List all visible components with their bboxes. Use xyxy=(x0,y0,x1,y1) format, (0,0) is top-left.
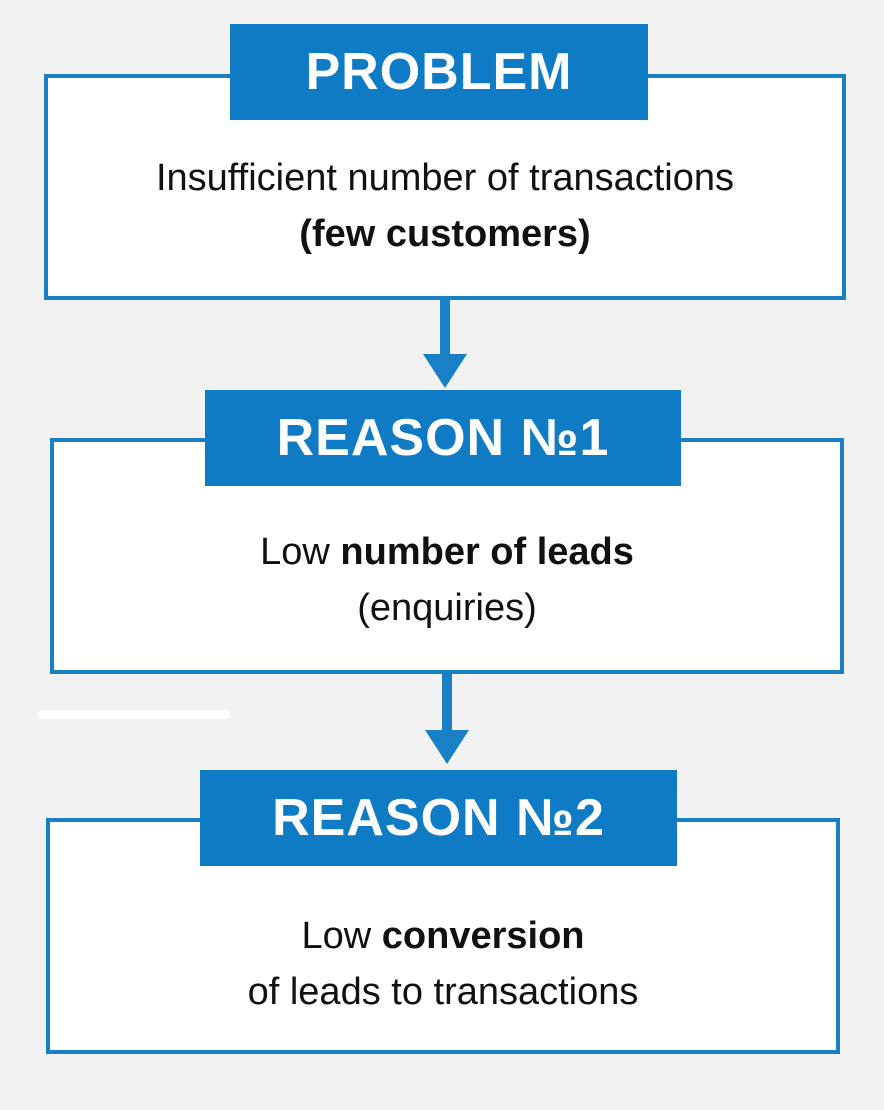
reason-1-text: Low number of leads (enquiries) xyxy=(54,524,840,636)
problem-text: Insufficient number of transactions (few… xyxy=(48,150,842,262)
background-smudge xyxy=(38,710,230,719)
reason-2-header: REASON №2 xyxy=(200,770,677,866)
arrow-down-icon xyxy=(425,730,469,764)
reason-2-text: Low conversion of leads to transactions xyxy=(50,908,836,1020)
problem-line-2: (few customers) xyxy=(299,213,591,255)
reason-2-line-1-plain: Low xyxy=(301,915,382,957)
reason-1-line-2: (enquiries) xyxy=(357,587,537,629)
problem-header: PROBLEM xyxy=(230,24,648,120)
arrow-down-icon xyxy=(423,354,467,388)
problem-line-1: Insufficient number of transactions xyxy=(155,157,735,199)
reason-1-line-1-bold: number of leads xyxy=(340,531,634,573)
arrow-2-shaft xyxy=(442,674,452,732)
reason-1-header: REASON №1 xyxy=(205,390,681,486)
arrow-1-shaft xyxy=(440,300,450,356)
reason-2-line-2: of leads to transactions xyxy=(247,971,639,1013)
reason-1-line-1-plain: Low xyxy=(260,531,341,573)
reason-2-line-1-bold: conversion xyxy=(381,915,585,957)
